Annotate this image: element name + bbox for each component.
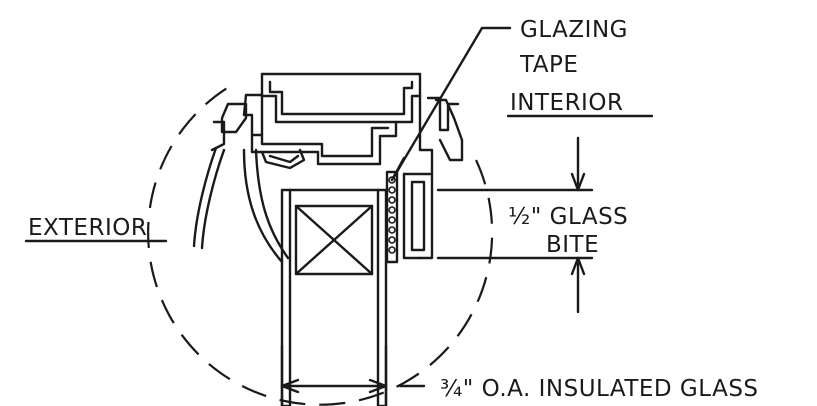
- exterior-label: EXTERIOR: [28, 215, 147, 241]
- insulated-glass-dimension: [280, 344, 426, 406]
- glazing-tape-label-line1: GLAZING: [520, 17, 628, 43]
- glazing-tape-label-line2: TAPE: [519, 52, 578, 78]
- glass-bite-label-line2: BITE: [546, 232, 599, 258]
- detail-circle: [147, 84, 494, 406]
- glass-bite-dimension: [436, 136, 594, 314]
- insulated-glass-label: ¾" O.A. INSULATED GLASS: [440, 376, 759, 402]
- frame-extrusion: [210, 72, 464, 260]
- insulated-glass-unit: [280, 188, 388, 406]
- glazing-tape-leader: [390, 26, 512, 182]
- exterior-skin: [192, 146, 226, 250]
- interior-label: INTERIOR: [510, 90, 623, 116]
- glazing-tape: [385, 170, 399, 264]
- glass-bite-label-line1: ½" GLASS: [508, 204, 628, 230]
- exterior-gasket: [242, 148, 306, 264]
